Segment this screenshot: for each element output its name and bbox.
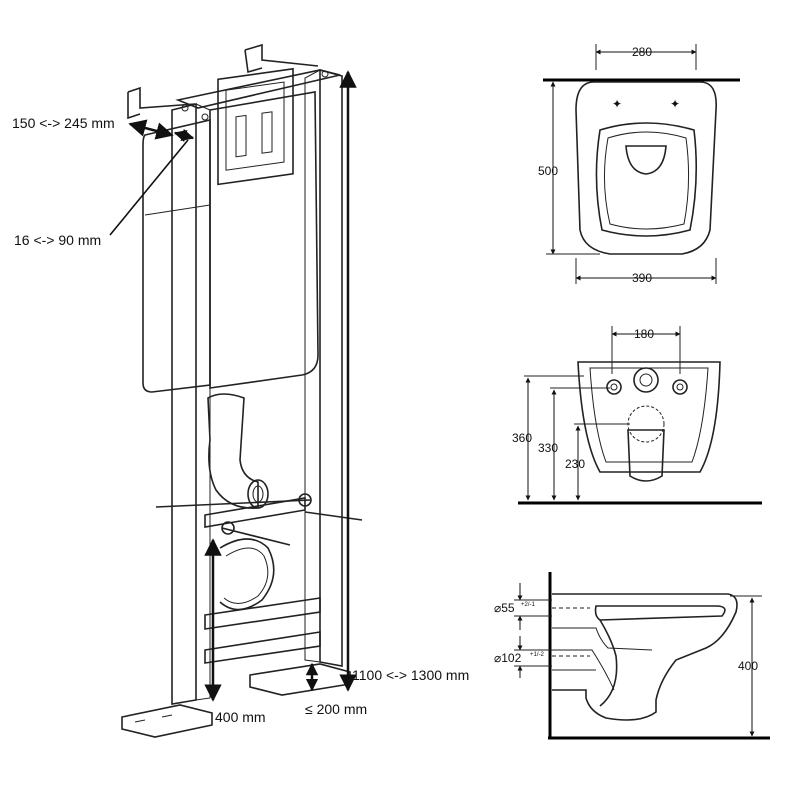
label-low-height: 230 [565,457,585,471]
label-foot-height: 400 mm [215,709,266,725]
label-foot-depth: ≤ 200 mm [305,701,367,717]
wall-bracket-right [244,43,319,74]
drain-bend [207,393,259,509]
toilet-outline-side [552,593,738,721]
label-wall-offset: 16 <-> 90 mm [14,232,101,248]
installation-frame: 150 <-> 245 mm 16 <-> 90 mm 1100 <-> 130… [12,43,469,738]
left-upright [171,102,197,705]
right-upright [319,68,343,667]
label-mid-height: 330 [538,441,558,455]
label-inlet-pipe: ⌀55 [494,601,515,615]
label-center-spacing: 180 [634,327,654,341]
label-outlet-tol: +1/-2 [530,652,545,658]
depth-adjust-arrow [128,119,174,140]
rear-view: 180 360 330 230 [512,326,762,505]
cistern-tank [142,118,211,393]
label-depth-adjust: 150 <-> 245 mm [12,115,115,131]
side-view: ⌀55 +2/-1 ⌀102 +1/-2 400 [494,572,770,740]
top-view: ✦ ✦ 280 500 390 [538,44,740,285]
toilet-outline-rear [577,361,721,473]
label-outlet-pipe: ⌀102 [494,651,522,665]
waste-ring [219,538,275,611]
label-inlet-tol: +2/-1 [521,602,536,608]
cistern-front [209,91,319,389]
toilet-outline-top [575,81,717,255]
label-height-adjust: 1100 <-> 1300 mm [352,667,469,683]
left-foot [121,704,213,738]
wall-bracket-left [127,86,196,120]
label-total-height: 360 [512,431,532,445]
label-side-height: 400 [738,659,758,673]
right-foot [249,663,351,696]
mounting-bolt [304,511,363,521]
label-bolt-spacing: 280 [632,45,652,59]
svg-text:✦: ✦ [612,97,622,111]
label-width: 390 [632,271,652,285]
flush-plate-opening [217,67,294,186]
label-depth: 500 [538,164,558,178]
wall-offset-leader [109,139,189,236]
svg-text:✦: ✦ [670,97,680,111]
